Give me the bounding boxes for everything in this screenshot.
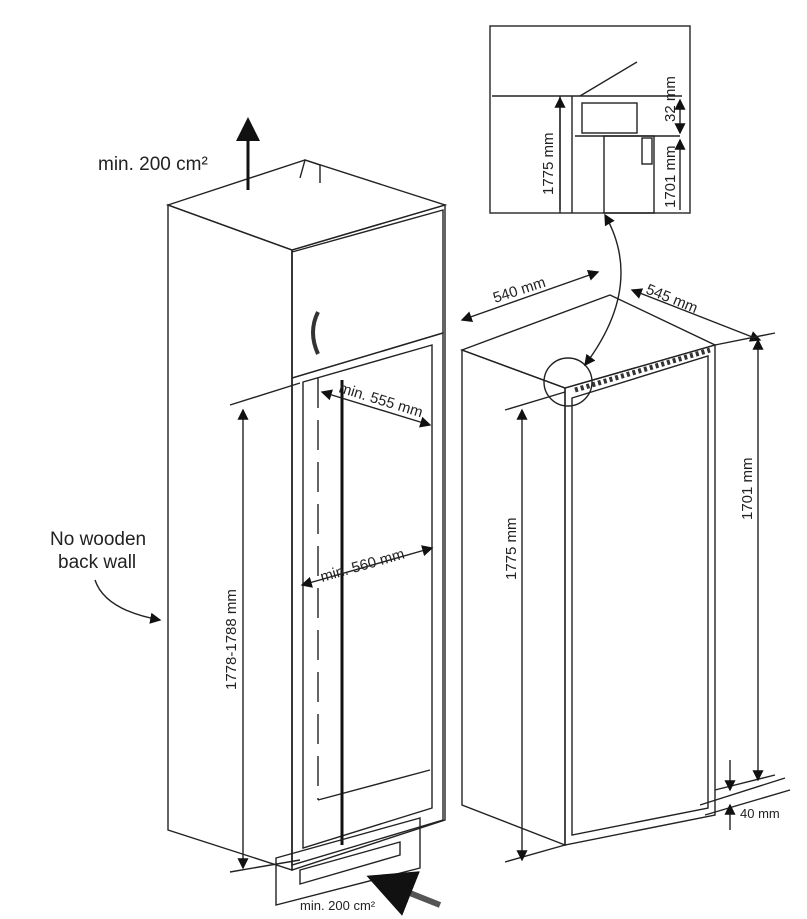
kitchen-cabinet bbox=[165, 159, 448, 906]
detail-inset: 1775 mm 32 mm 1701 mm bbox=[489, 25, 691, 214]
inset-height-body-label: 1701 mm bbox=[662, 145, 679, 208]
min-width-mid-label: min. 560 mm bbox=[318, 546, 406, 586]
opening-frame bbox=[291, 332, 444, 866]
cabinet-top bbox=[165, 159, 448, 251]
fridge-side bbox=[461, 348, 566, 847]
inset-height-total-label: 1775 mm bbox=[540, 132, 557, 195]
door-handle bbox=[311, 311, 320, 355]
cabinet-height-label: 1778-1788 mm bbox=[223, 589, 240, 690]
back-wall-note-line1: No wooden bbox=[50, 529, 146, 550]
vent-top-label: min. 200 cm² bbox=[98, 154, 208, 175]
opening bbox=[302, 344, 433, 849]
appliance-height-front-label: 1775 mm bbox=[503, 517, 520, 580]
upper-door bbox=[291, 209, 444, 379]
plinth-vent bbox=[275, 817, 421, 906]
inset-gap-label: 32 mm bbox=[662, 76, 679, 122]
fridge-front bbox=[564, 344, 716, 846]
back-wall-note-line2: back wall bbox=[58, 552, 136, 573]
detail-callout-circle bbox=[543, 357, 593, 407]
cabinet-side-panel bbox=[167, 204, 293, 871]
vent-bottom-label: min. 200 cm² bbox=[300, 898, 376, 913]
appliance-width-label: 540 mm bbox=[491, 274, 548, 307]
plinth-gap-label: 40 mm bbox=[740, 806, 780, 821]
appliance-depth-label: 545 mm bbox=[644, 281, 701, 317]
appliance-height-side-label: 1701 mm bbox=[739, 457, 756, 520]
cabinet-front-frame bbox=[291, 204, 446, 871]
